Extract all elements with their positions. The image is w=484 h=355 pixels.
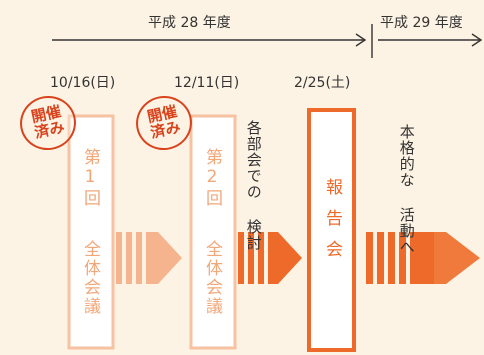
note-full-activity-line-1: 本格的な xyxy=(397,124,416,188)
meeting-2-title: 全体会議 xyxy=(202,240,222,316)
report-box xyxy=(307,108,356,352)
meeting-2-date: 12/11(日) xyxy=(174,75,240,91)
meeting-2-number: 第2回 xyxy=(202,148,222,208)
note-subcommittee-line-1: 各部会での xyxy=(244,120,263,200)
meeting-2-box xyxy=(189,114,237,350)
year-label-current: 平成 28 年度 xyxy=(148,15,231,31)
note-full-activity: 本格的な 活動へ xyxy=(397,124,416,255)
note-full-activity-line-2: 活動へ xyxy=(397,207,416,255)
meeting-1-stamp-text: 開催済み xyxy=(29,102,66,142)
meeting-1-title: 全体会議 xyxy=(80,240,100,316)
meeting-1-box xyxy=(67,114,115,350)
fy29-timeline-arrow xyxy=(378,33,483,47)
note-subcommittee: 各部会での 検討 xyxy=(244,120,263,251)
meeting-2-stamp-text: 開催済み xyxy=(145,102,182,142)
note-subcommittee-line-2: 検討 xyxy=(244,219,263,251)
progress-arrow-2 xyxy=(238,232,302,284)
meeting-1-number: 第1回 xyxy=(80,148,100,208)
meeting-1-date: 10/16(日) xyxy=(50,75,116,91)
progress-arrow-1 xyxy=(116,232,182,284)
fy28-timeline-arrow xyxy=(52,33,367,47)
year-label-next: 平成 29 年度 xyxy=(380,15,463,31)
report-date: 2/25(土) xyxy=(294,75,351,91)
progress-arrow-3 xyxy=(366,232,480,284)
report-title: 報告会 xyxy=(322,178,342,271)
